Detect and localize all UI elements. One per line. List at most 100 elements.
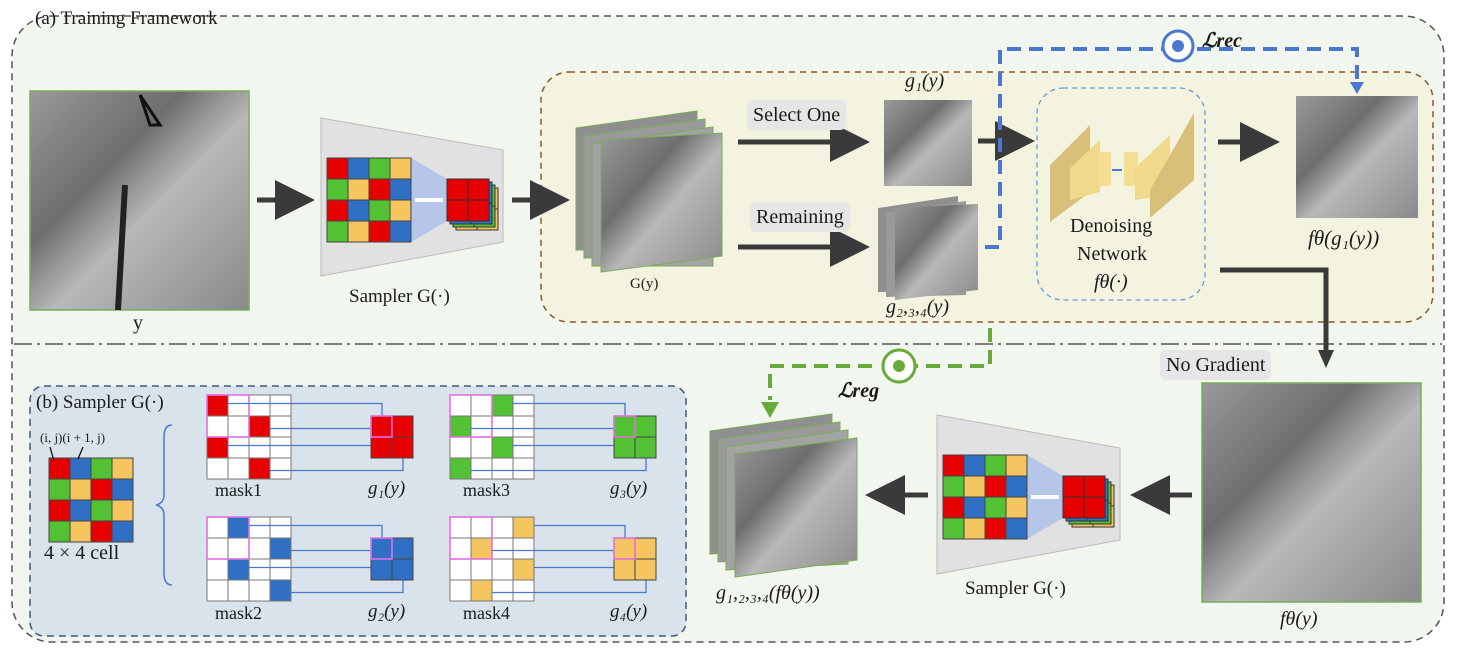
- grid-cell: [90, 457, 113, 480]
- grid-cell: [69, 478, 92, 501]
- mask-cell: [227, 558, 250, 581]
- rec-arrowhead: [1350, 82, 1364, 94]
- g234-image-stack: [878, 196, 978, 300]
- network-box: [1036, 87, 1206, 301]
- output-cell: [370, 537, 393, 560]
- grid-cell: [111, 499, 134, 522]
- grid-cell: [963, 454, 986, 477]
- mask-highlight: [206, 516, 250, 560]
- grid-cell: [942, 454, 965, 477]
- stack-cell: [467, 199, 490, 222]
- mask-cell: [269, 537, 292, 560]
- input-label: y: [133, 312, 143, 334]
- g4-output-label: g₄(y): [610, 601, 648, 622]
- mask-cell: [227, 394, 250, 417]
- grid-cell: [111, 478, 134, 501]
- g1234-image-stack: [709, 413, 858, 578]
- connector-line: [492, 580, 647, 594]
- gy-image-stack: [575, 110, 723, 273]
- grid-cell: [1005, 496, 1028, 519]
- output-highlight: [370, 537, 393, 560]
- grid-cell: [69, 520, 92, 543]
- output-label: fθ(g₁(y)): [1308, 226, 1380, 250]
- mask-cell: [491, 558, 514, 581]
- mask-cell: [449, 537, 472, 560]
- grid-cell: [69, 457, 92, 480]
- output-cell: [634, 558, 657, 581]
- gy-label: G(y): [630, 276, 659, 292]
- output-cell: [391, 436, 414, 459]
- grid-cell: [963, 475, 986, 498]
- grid-cell: [347, 199, 370, 222]
- masks-group: [206, 394, 657, 602]
- grid-cell: [347, 157, 370, 180]
- output-image: [1296, 96, 1418, 218]
- mask-cell: [206, 579, 229, 602]
- mask-cell: [449, 579, 472, 602]
- grid-cell: [48, 457, 71, 480]
- mask-cell: [512, 579, 535, 602]
- mask-cell: [269, 457, 292, 480]
- mask-cell: [491, 537, 514, 560]
- mask-highlight: [449, 516, 493, 560]
- sampler2-label: Sampler G(·): [965, 578, 1066, 599]
- mask3-label: mask3: [463, 480, 510, 500]
- output-cell: [634, 537, 657, 560]
- cell-annotation: (i, j)(i + 1, j): [40, 430, 106, 445]
- mask-cell: [206, 537, 229, 560]
- mask-cell: [470, 558, 493, 581]
- connector-line: [270, 458, 404, 472]
- output-cell: [613, 558, 636, 581]
- mask-cell: [227, 579, 250, 602]
- output-cell: [613, 415, 636, 438]
- mask2-label: mask2: [215, 603, 262, 623]
- network-label-1: Denoising: [1070, 215, 1153, 237]
- cell-label: 4 × 4 cell: [44, 542, 120, 564]
- stack-cell: [1062, 496, 1085, 519]
- mask-cell: [470, 436, 493, 459]
- grid-cell: [48, 499, 71, 522]
- grid-cell: [69, 499, 92, 522]
- grid-cell: [984, 454, 1007, 477]
- unet-icon: [1050, 113, 1194, 222]
- output-highlight: [613, 415, 636, 438]
- grid-cell: [90, 478, 113, 501]
- grid-cell: [368, 199, 391, 222]
- grid-cell: [389, 178, 412, 201]
- mask-cell: [248, 415, 271, 438]
- mask-highlight: [206, 394, 250, 438]
- output-cell: [391, 415, 414, 438]
- grid-cell: [326, 157, 349, 180]
- mask-cell: [512, 516, 535, 539]
- mask-cell: [449, 415, 472, 438]
- sampler-grid: [942, 454, 1115, 540]
- mask-cell: [449, 436, 472, 459]
- grid-cell: [984, 517, 1007, 540]
- mask-cell: [470, 579, 493, 602]
- output-cell: [370, 415, 393, 438]
- mask-cell: [470, 537, 493, 560]
- mask1-label: mask1: [215, 480, 262, 500]
- mask-cell: [248, 558, 271, 581]
- mask-cell: [227, 415, 250, 438]
- mask-cell: [248, 537, 271, 560]
- connector-line: [228, 402, 383, 416]
- grid-cell: [347, 220, 370, 243]
- grid-cell: [963, 496, 986, 519]
- mask-cell: [512, 415, 535, 438]
- stack-cell: [446, 199, 469, 222]
- mask-cell: [491, 436, 514, 459]
- grid-cell: [111, 457, 134, 480]
- g1-image: [884, 100, 972, 186]
- output-cell: [370, 436, 393, 459]
- connector-line: [249, 524, 383, 538]
- output-cell: [391, 537, 414, 560]
- mask-cell: [227, 436, 250, 459]
- sampler-label: Sampler G(·): [349, 286, 450, 307]
- mask-cell: [227, 537, 250, 560]
- mask-cell: [470, 457, 493, 480]
- mask-cell: [206, 436, 229, 459]
- no-gradient-path: [1220, 267, 1329, 350]
- grid-cell: [963, 517, 986, 540]
- rec-loss-path: [985, 47, 1359, 249]
